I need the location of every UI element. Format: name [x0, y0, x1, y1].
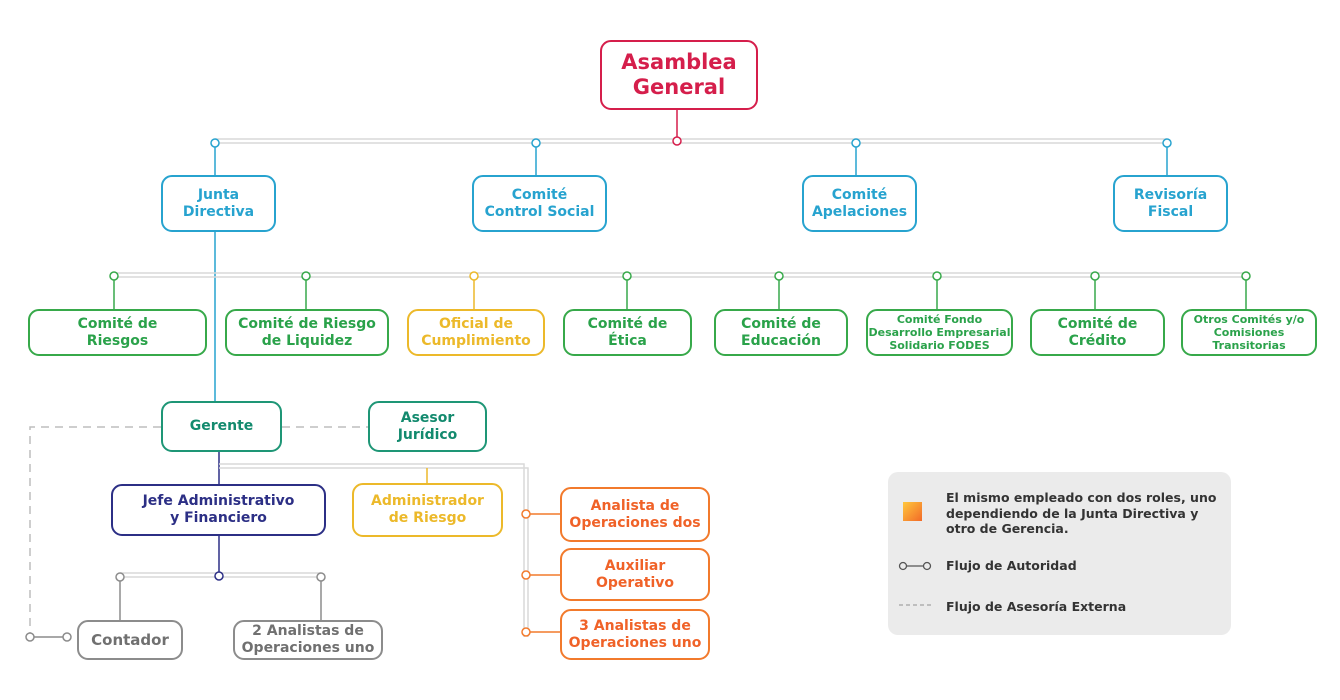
node-junta-directiva[interactable]: Junta Directiva [161, 175, 276, 232]
node-comite-control-social[interactable]: Comité Control Social [472, 175, 607, 232]
authority-flow-icon [898, 561, 932, 571]
node-comite-riesgos[interactable]: Comité de Riesgos [28, 309, 207, 356]
node-administrador-riesgo[interactable]: Administrador de Riesgo [352, 483, 503, 537]
node-comite-credito[interactable]: Comité de Crédito [1030, 309, 1165, 356]
node-contador[interactable]: Contador [77, 620, 183, 660]
node-comite-riesgo-liquidez[interactable]: Comité de Riesgo de Liquidez [225, 309, 389, 356]
node-2-analistas-operaciones-uno[interactable]: 2 Analistas de Operaciones uno [233, 620, 383, 660]
node-jefe-administrativo[interactable]: Jefe Administrativo y Financiero [111, 484, 326, 536]
legend-authority-text: Flujo de Autoridad [946, 558, 1077, 573]
legend-panel: El mismo empleado con dos roles, uno dep… [888, 472, 1231, 635]
node-asesor-juridico[interactable]: Asesor Jurídico [368, 401, 487, 452]
node-otros-comites[interactable]: Otros Comités y/o Comisiones Transitoria… [1181, 309, 1317, 356]
node-revisoria-fiscal[interactable]: Revisoría Fiscal [1113, 175, 1228, 232]
dual-role-swatch [903, 502, 922, 521]
legend-external-text: Flujo de Asesoría Externa [946, 599, 1127, 614]
authority-node-asamblea [672, 136, 682, 146]
node-analista-operaciones-dos[interactable]: Analista de Operaciones dos [560, 487, 710, 542]
external-advisory-flow-icon [899, 604, 931, 606]
node-3-analistas-operaciones-uno[interactable]: 3 Analistas de Operaciones uno [560, 609, 710, 660]
node-gerente[interactable]: Gerente [161, 401, 282, 452]
node-comite-educacion[interactable]: Comité de Educación [714, 309, 848, 356]
node-auxiliar-operativo[interactable]: Auxiliar Operativo [560, 548, 710, 601]
node-oficial-cumplimiento[interactable]: Oficial de Cumplimiento [407, 309, 545, 356]
node-asamblea-general[interactable]: Asamblea General [600, 40, 758, 110]
node-comite-etica[interactable]: Comité de Ética [563, 309, 692, 356]
node-comite-fodes[interactable]: Comité Fondo Desarrollo Empresarial Soli… [866, 309, 1013, 356]
legend-dual-role-text: El mismo empleado con dos roles, uno dep… [946, 490, 1217, 537]
node-comite-apelaciones[interactable]: Comité Apelaciones [802, 175, 917, 232]
